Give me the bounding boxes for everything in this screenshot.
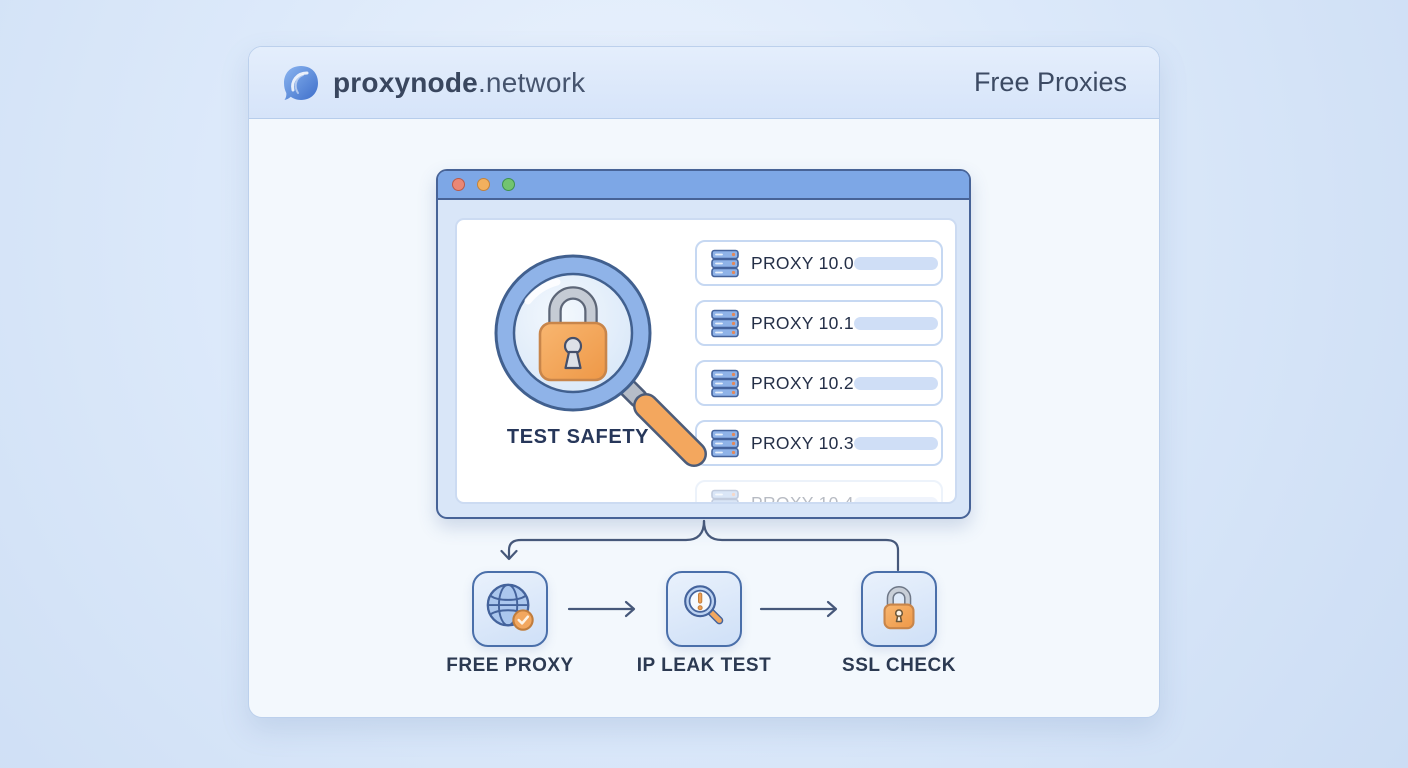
header: proxynode.network Free Proxies	[249, 47, 1159, 119]
globe-check-icon	[483, 580, 537, 639]
proxy-label: PROXY 10.1	[751, 312, 854, 333]
main-card: proxynode.network Free Proxies	[248, 46, 1160, 718]
server-icon	[710, 248, 740, 278]
browser-titlebar	[438, 171, 969, 200]
proxy-label: PROXY 10.4	[751, 492, 854, 504]
proxy-row[interactable]: PROXY 10.3	[695, 420, 943, 466]
status-pill	[853, 376, 938, 390]
close-dot-icon[interactable]	[452, 178, 465, 191]
browser-content-panel: TEST SAFETY PROXY 10	[455, 218, 957, 504]
proxy-row[interactable]: PROXY 10.4	[695, 480, 943, 504]
proxy-list: PROXY 10.0	[695, 240, 943, 504]
flow-label-free-proxy: FREE PROXY	[446, 655, 574, 676]
brand-name: proxynode.network	[333, 66, 586, 98]
proxy-label: PROXY 10.0	[751, 252, 854, 273]
status-pill	[853, 496, 938, 502]
status-pill	[853, 256, 938, 270]
padlock-icon	[872, 580, 926, 639]
flow-step-ssl-check	[861, 571, 937, 647]
brand-logo-icon	[281, 63, 321, 103]
nav-free-proxies[interactable]: Free Proxies	[973, 67, 1127, 97]
status-pill	[853, 316, 938, 330]
flow-label-ssl-check: SSL CHECK	[842, 655, 956, 676]
flow-step-ip-leak-test	[666, 571, 742, 647]
proxy-row[interactable]: PROXY 10.1	[695, 300, 943, 346]
flow-label-ip-leak-test: IP LEAK TEST	[636, 655, 772, 676]
server-icon	[710, 428, 740, 458]
minimize-dot-icon[interactable]	[477, 178, 490, 191]
test-safety-label: TEST SAFETY	[506, 426, 650, 448]
server-icon	[710, 308, 740, 338]
magnifier-lock-icon	[462, 236, 712, 486]
proxy-row[interactable]: PROXY 10.2	[695, 360, 943, 406]
flow-step-free-proxy	[472, 571, 548, 647]
brand[interactable]: proxynode.network	[281, 63, 585, 103]
proxy-row[interactable]: PROXY 10.0	[695, 240, 943, 286]
proxy-label: PROXY 10.3	[751, 432, 854, 453]
server-icon	[710, 488, 740, 502]
browser-window: TEST SAFETY PROXY 10	[436, 169, 971, 519]
magnifier-alert-icon	[677, 580, 731, 639]
proxy-label: PROXY 10.2	[751, 372, 854, 393]
status-pill	[853, 436, 938, 450]
server-icon	[710, 368, 740, 398]
maximize-dot-icon[interactable]	[502, 178, 515, 191]
